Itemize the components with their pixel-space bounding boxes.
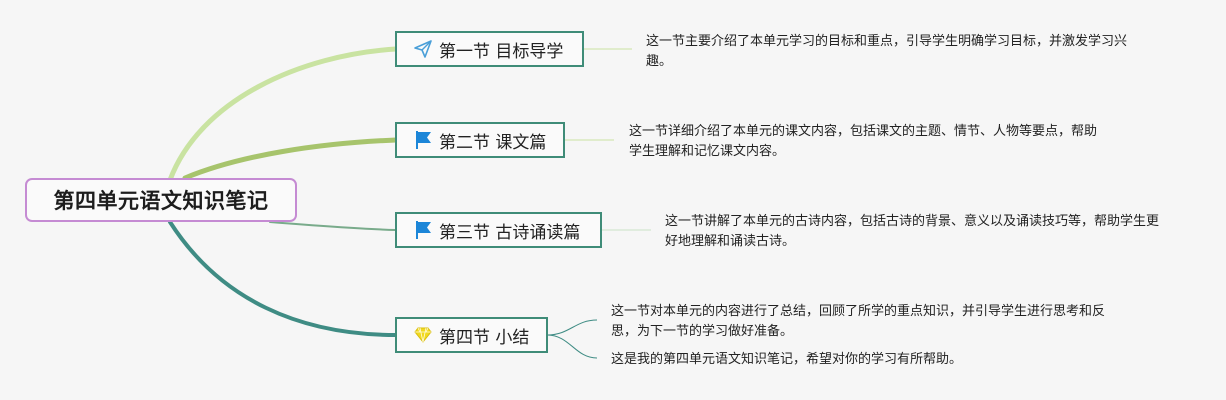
topic-section-2[interactable]: 第二节 课文篇 — [395, 122, 565, 158]
topic-section-1[interactable]: 第一节 目标导学 — [395, 31, 584, 67]
root-topic[interactable]: 第四单元语文知识笔记 — [25, 178, 297, 222]
topic-section-4-title: 第四节 小结 — [439, 327, 530, 348]
branch-1-line — [167, 46, 399, 183]
topic-section-3-title: 第三节 古诗诵读篇 — [439, 222, 581, 243]
note-section-1: 这一节主要介绍了本单元学习的目标和重点，引导学生明确学习目标，并激发学习兴趣。 — [646, 34, 1128, 69]
note-section-2: 这一节详细介绍了本单元的课文内容，包括课文的主题、情节、人物等要点，帮助学生理解… — [629, 124, 1098, 159]
note-section-3: 这一节讲解了本单元的古诗内容，包括古诗的背景、意义以及诵读技巧等，帮助学生更好地… — [665, 214, 1160, 249]
note-section-4: 这一节对本单元的内容进行了总结，回顾了所学的重点知识，并引导学生进行思考和反思，… — [611, 304, 1106, 339]
flag-icon — [413, 220, 433, 240]
note-section-4-closing: 这是我的第四单元语文知识笔记，希望对你的学习有所帮助。 — [611, 352, 963, 367]
flag-icon — [413, 130, 433, 150]
branch-2-line — [182, 137, 399, 181]
diamond-icon — [413, 325, 433, 345]
note-4a-connector — [546, 319, 598, 336]
note-4b-connector — [546, 334, 598, 359]
topic-section-1-title: 第一节 目标导学 — [439, 41, 564, 62]
paper-plane-icon — [413, 39, 433, 59]
branch-3-line — [269, 221, 397, 231]
root-topic-title: 第四单元语文知识笔记 — [53, 189, 269, 213]
topic-section-2-title: 第二节 课文篇 — [439, 132, 547, 153]
topic-section-4[interactable]: 第四节 小结 — [395, 317, 548, 353]
topic-section-3[interactable]: 第三节 古诗诵读篇 — [395, 212, 602, 248]
branch-4-line — [168, 220, 398, 337]
